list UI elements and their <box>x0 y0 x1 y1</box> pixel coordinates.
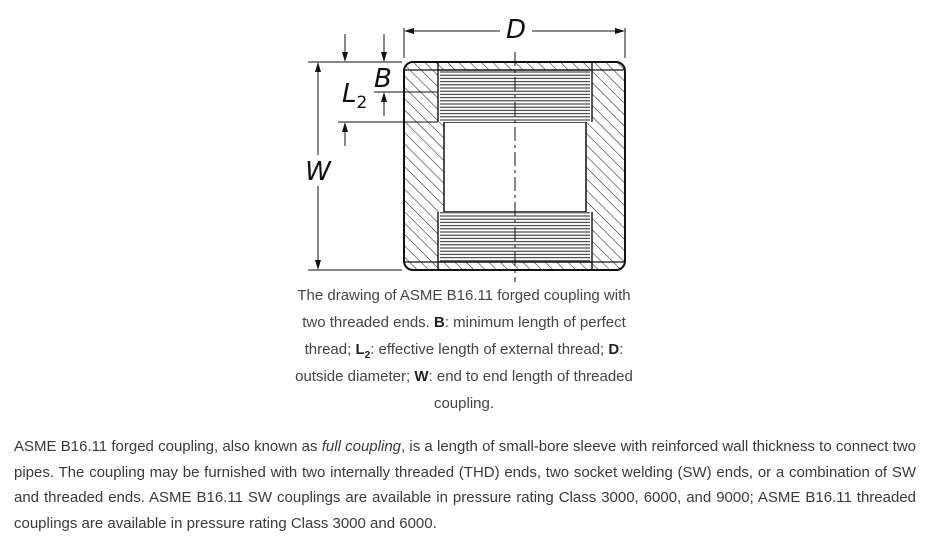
dim-label-l2: L2 <box>342 79 367 113</box>
description-emphasis: full coupling <box>321 438 401 455</box>
caption-term-w: W <box>414 368 429 385</box>
dim-label-b: B <box>374 64 392 94</box>
caption-text: : minimum length of perfect thread; <box>304 314 626 358</box>
coupling-drawing-figure: D W L2 B The drawing of ASME B16.11 forg… <box>284 15 644 417</box>
caption-term-l2: L2 <box>355 341 371 361</box>
caption-term-b: B <box>434 314 445 331</box>
caption-text: The drawing of ASME B16.11 forged coupli… <box>297 287 631 331</box>
description-text: ASME B16.11 forged coupling, also known … <box>14 438 322 455</box>
figure-caption: The drawing of ASME B16.11 forged coupli… <box>284 282 644 417</box>
dim-label-d: D <box>506 15 526 45</box>
caption-text: : outside diameter; <box>295 341 624 385</box>
caption-term-d: D <box>608 341 620 358</box>
caption-text: : effective length of external thread; <box>370 341 609 358</box>
description-text: , is a length of small-bore sleeve with … <box>14 438 916 532</box>
description-paragraph: ASME B16.11 forged coupling, also known … <box>14 434 916 536</box>
dim-label-w: W <box>305 157 332 187</box>
coupling-drawing: D W L2 B <box>305 15 626 282</box>
caption-text: : end to end length of threaded coupling… <box>428 368 633 412</box>
